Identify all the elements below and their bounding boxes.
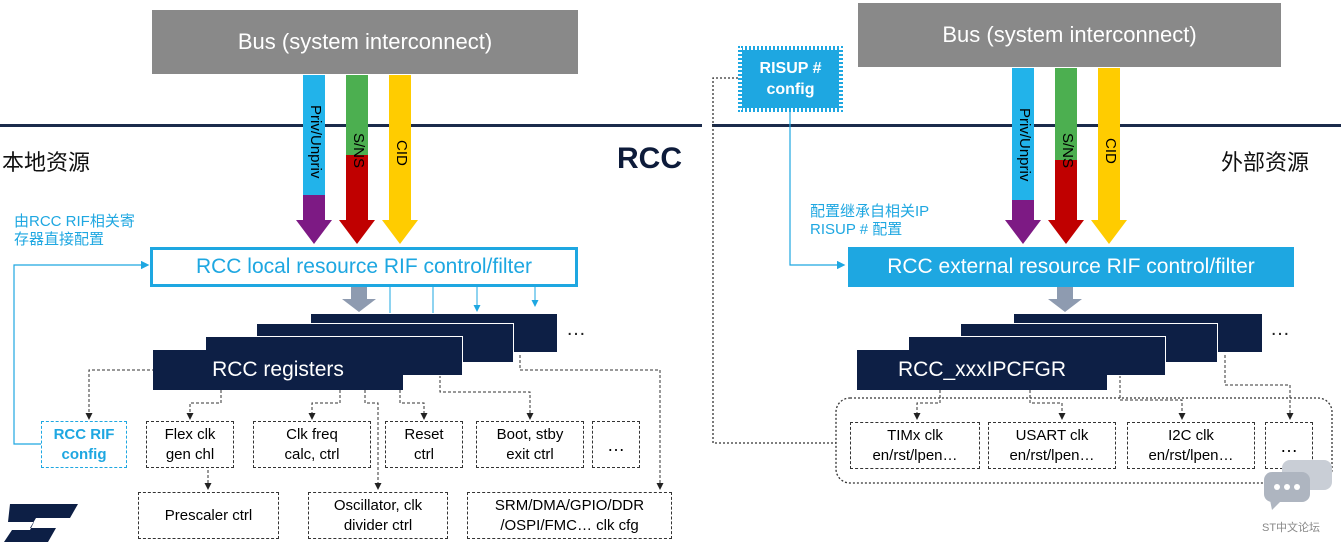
rcc-rif-config-box: RCC RIF config — [41, 421, 127, 468]
clk-freq-line1: Clk freq — [286, 425, 338, 443]
arrow-label-priv-right: Priv/Unpriv — [1016, 108, 1033, 182]
srm-dma-box: SRM/DMA/GPIO/DDR /OSPI/FMC… clk cfg — [467, 492, 672, 539]
bus-right: Bus (system interconnect) — [858, 3, 1281, 67]
external-config-note: 配置继承自相关IP RISUP # 配置 — [810, 203, 929, 239]
prescaler-label: Prescaler ctrl — [164, 506, 253, 524]
external-note-line1: 配置继承自相关IP — [810, 203, 930, 220]
i2c-clk-box: I2C clk en/rst/lpen… — [1127, 422, 1255, 469]
flex-clk-line2: gen chl — [165, 445, 215, 463]
srm-line1: SRM/DMA/GPIO/DDR — [494, 496, 645, 514]
bus-right-label: Bus (system interconnect) — [942, 22, 1197, 47]
boot-line1: Boot, stby — [496, 425, 564, 443]
rcc-ipcfgr-box: RCC_xxxIPCFGR — [857, 350, 1107, 390]
oscillator-line2: divider ctrl — [343, 516, 413, 534]
register-stack-ellipsis-left: … — [566, 318, 586, 340]
rcc-rif-config-line1: RCC RIF — [53, 425, 115, 443]
arrow-priv-right — [1005, 68, 1041, 244]
timx-line2: en/rst/lpen… — [872, 446, 958, 464]
external-filter-label: RCC external resource RIF control/filter — [887, 255, 1255, 278]
local-note-line2: 存器直接配置 — [14, 231, 105, 248]
local-filter-label: RCC local resource RIF control/filter — [195, 255, 533, 278]
arrow-sns-left — [339, 75, 375, 244]
arrow-label-cid-left: CID — [393, 140, 410, 166]
arrow-label-sns-right: S/NS — [1059, 133, 1076, 169]
bus-left-label: Bus (system interconnect) — [237, 29, 493, 54]
more-box-left-label: … — [607, 434, 625, 455]
oscillator-box: Oscillator, clk divider ctrl — [308, 492, 448, 539]
rcc-ipcfgr-label: RCC_xxxIPCFGR — [897, 358, 1066, 381]
i2c-line1: I2C clk — [1168, 426, 1214, 444]
flex-clk-box: Flex clk gen chl — [146, 421, 234, 468]
oscillator-line1: Oscillator, clk — [333, 496, 423, 514]
arrow-cid-right — [1091, 68, 1127, 244]
register-stack-ellipsis-right: … — [1270, 318, 1290, 340]
usart-line1: USART clk — [1015, 426, 1089, 444]
local-region-label: 本地资源 — [2, 150, 91, 175]
arrow-label-cid-right: CID — [1102, 138, 1119, 164]
st-logo-icon — [4, 504, 78, 542]
arrow-priv-left — [296, 75, 332, 244]
flex-clk-line1: Flex clk — [164, 425, 216, 443]
boot-stby-box: Boot, stby exit ctrl — [476, 421, 584, 468]
prescaler-ctrl-box: Prescaler ctrl — [138, 492, 279, 539]
risup-config-box: RISUP # config — [738, 46, 843, 112]
bus-left: Bus (system interconnect) — [152, 10, 578, 74]
external-note-line2: RISUP # 配置 — [810, 221, 903, 238]
local-filter-box: RCC local resource RIF control/filter — [150, 247, 578, 287]
i2c-line2: en/rst/lpen… — [1148, 446, 1234, 464]
risup-line1: RISUP # — [759, 60, 822, 77]
rcc-registers-label: RCC registers — [212, 358, 344, 381]
usart-line2: en/rst/lpen… — [1009, 446, 1095, 464]
timx-clk-box: TIMx clk en/rst/lpen… — [850, 422, 980, 469]
rcc-registers-box: RCC registers — [153, 350, 403, 390]
grey-arrow-left — [342, 287, 376, 312]
arrow-sns-right — [1048, 68, 1084, 244]
clk-freq-line2: calc, ctrl — [284, 445, 340, 463]
right-group-outline — [835, 397, 1333, 484]
reset-ctrl-box: Reset ctrl — [385, 421, 463, 468]
arrow-label-sns-left: S/NS — [350, 133, 367, 169]
arrow-label-priv-left: Priv/Unpriv — [307, 105, 324, 179]
rcc-rif-config-line2: config — [61, 445, 107, 463]
usart-clk-box: USART clk en/rst/lpen… — [988, 422, 1116, 469]
more-box-left: … — [592, 421, 640, 468]
arrow-cid-left — [382, 75, 418, 244]
timx-line1: TIMx clk — [887, 426, 943, 444]
watermark-text: ST中文论坛 — [1262, 522, 1321, 534]
rcc-title: RCC — [617, 142, 682, 175]
chat-bubble-icon — [1264, 460, 1332, 510]
reset-line1: Reset — [404, 425, 444, 443]
external-filter-box: RCC external resource RIF control/filter — [848, 247, 1294, 287]
grey-arrow-right — [1048, 287, 1082, 312]
risup-line2: config — [766, 81, 815, 98]
local-config-note: 由RCC RIF相关寄 存器直接配置 — [14, 213, 135, 249]
boot-line2: exit ctrl — [506, 445, 554, 463]
clk-freq-box: Clk freq calc, ctrl — [253, 421, 371, 468]
more-box-right-label: … — [1280, 435, 1298, 456]
local-note-line1: 由RCC RIF相关寄 — [14, 213, 135, 230]
reset-line2: ctrl — [414, 445, 434, 463]
external-region-label: 外部资源 — [1221, 150, 1310, 175]
srm-line2: /OSPI/FMC… clk cfg — [500, 516, 639, 534]
